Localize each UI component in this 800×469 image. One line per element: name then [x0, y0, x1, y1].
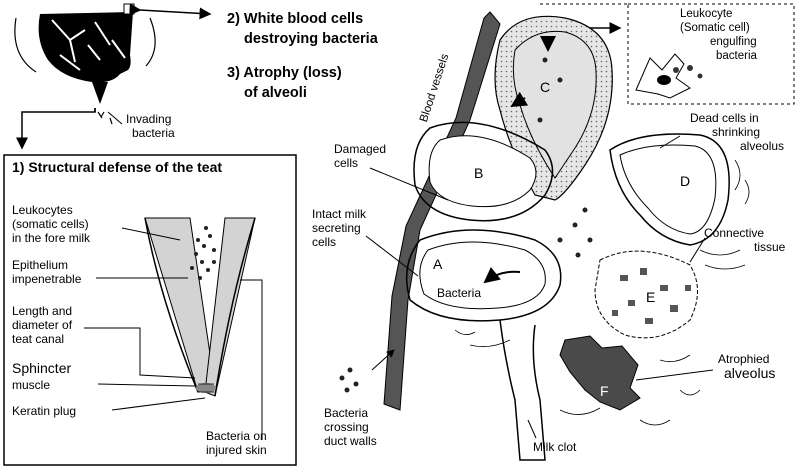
bacteria-in-a-label: Bacteria — [437, 286, 482, 300]
leukocyte-inset-label-1: Leukocyte — [680, 8, 733, 20]
sphincter-label-1: Sphincter — [12, 360, 72, 376]
alveolus-a-label: A — [433, 256, 443, 272]
bacteria-crossing-label-3: duct walls — [324, 434, 377, 448]
invading-label-2: bacteria — [132, 126, 175, 140]
structural-defense-box — [3, 154, 297, 466]
dead-cells-label-1: Dead cells in — [690, 111, 759, 125]
sphincter-label-2: muscle — [12, 378, 51, 392]
intact-label-3: cells — [312, 235, 337, 249]
bacteria-skin-label-1: Bacteria on — [206, 429, 267, 443]
length-label-1: Length and — [12, 304, 73, 318]
alveolus-e-label: E — [646, 289, 656, 305]
leukocytes-label-2: (somatic cells) — [12, 217, 89, 231]
dead-cells-label-3: alveolus — [740, 139, 785, 153]
intact-label-1: Intact milk — [312, 207, 367, 221]
alveolus-f-label: F — [600, 383, 609, 399]
leukocyte-inset — [627, 3, 795, 105]
atrophied-label-1: Atrophied — [718, 352, 770, 366]
alveolus-c-label: C — [540, 79, 551, 95]
atrophied-label-2: alveolus — [724, 365, 776, 381]
invading-label-1: Invading — [126, 112, 172, 126]
leukocytes-label-3: in the fore milk — [12, 231, 91, 245]
bacteria-crossing-label-1: Bacteria — [324, 406, 369, 420]
white-blood-cells-heading-1: 2) White blood cells — [227, 11, 364, 27]
bacteria-skin-label-2: injured skin — [206, 443, 267, 457]
alveolus-d-label: D — [680, 173, 691, 189]
length-label-3: teat canal — [12, 332, 65, 346]
damaged-label-1: Damaged — [334, 142, 387, 156]
dead-cells-label-2: shrinking — [712, 125, 761, 139]
leukocyte-inset-label-4: bacteria — [716, 50, 757, 62]
milk-clot-label: Milk clot — [533, 440, 577, 454]
atrophy-heading-1: 3) Atrophy (loss) — [227, 65, 342, 81]
connective-label-2: tissue — [754, 240, 786, 254]
white-blood-cells-heading-2: destroying bacteria — [244, 31, 378, 47]
leukocyte-inset-label-3: engulfing — [710, 36, 757, 48]
intact-label-2: secreting — [312, 221, 361, 235]
teat-illustration — [144, 217, 256, 397]
epithelium-label-1: Epithelium — [12, 258, 69, 272]
epithelium-label-2: impenetrable — [12, 272, 82, 286]
connective-label-1: Connective — [704, 226, 765, 240]
bacteria-crossing-label-2: crossing — [324, 420, 369, 434]
alveolus-b-label: B — [474, 165, 484, 181]
leukocyte-inset-label-2: (Somatic cell) — [680, 22, 750, 34]
damaged-label-2: cells — [334, 156, 359, 170]
udder-illustration — [14, 3, 156, 125]
atrophy-heading-2: of alveoli — [244, 85, 307, 101]
length-label-2: diameter of — [12, 318, 73, 332]
alveoli-illustration — [339, 11, 750, 461]
keratin-label: Keratin plug — [12, 404, 77, 418]
leukocytes-label-1: Leukocytes — [12, 203, 73, 217]
structural-defense-heading: 1) Structural defense of the teat — [12, 159, 223, 175]
